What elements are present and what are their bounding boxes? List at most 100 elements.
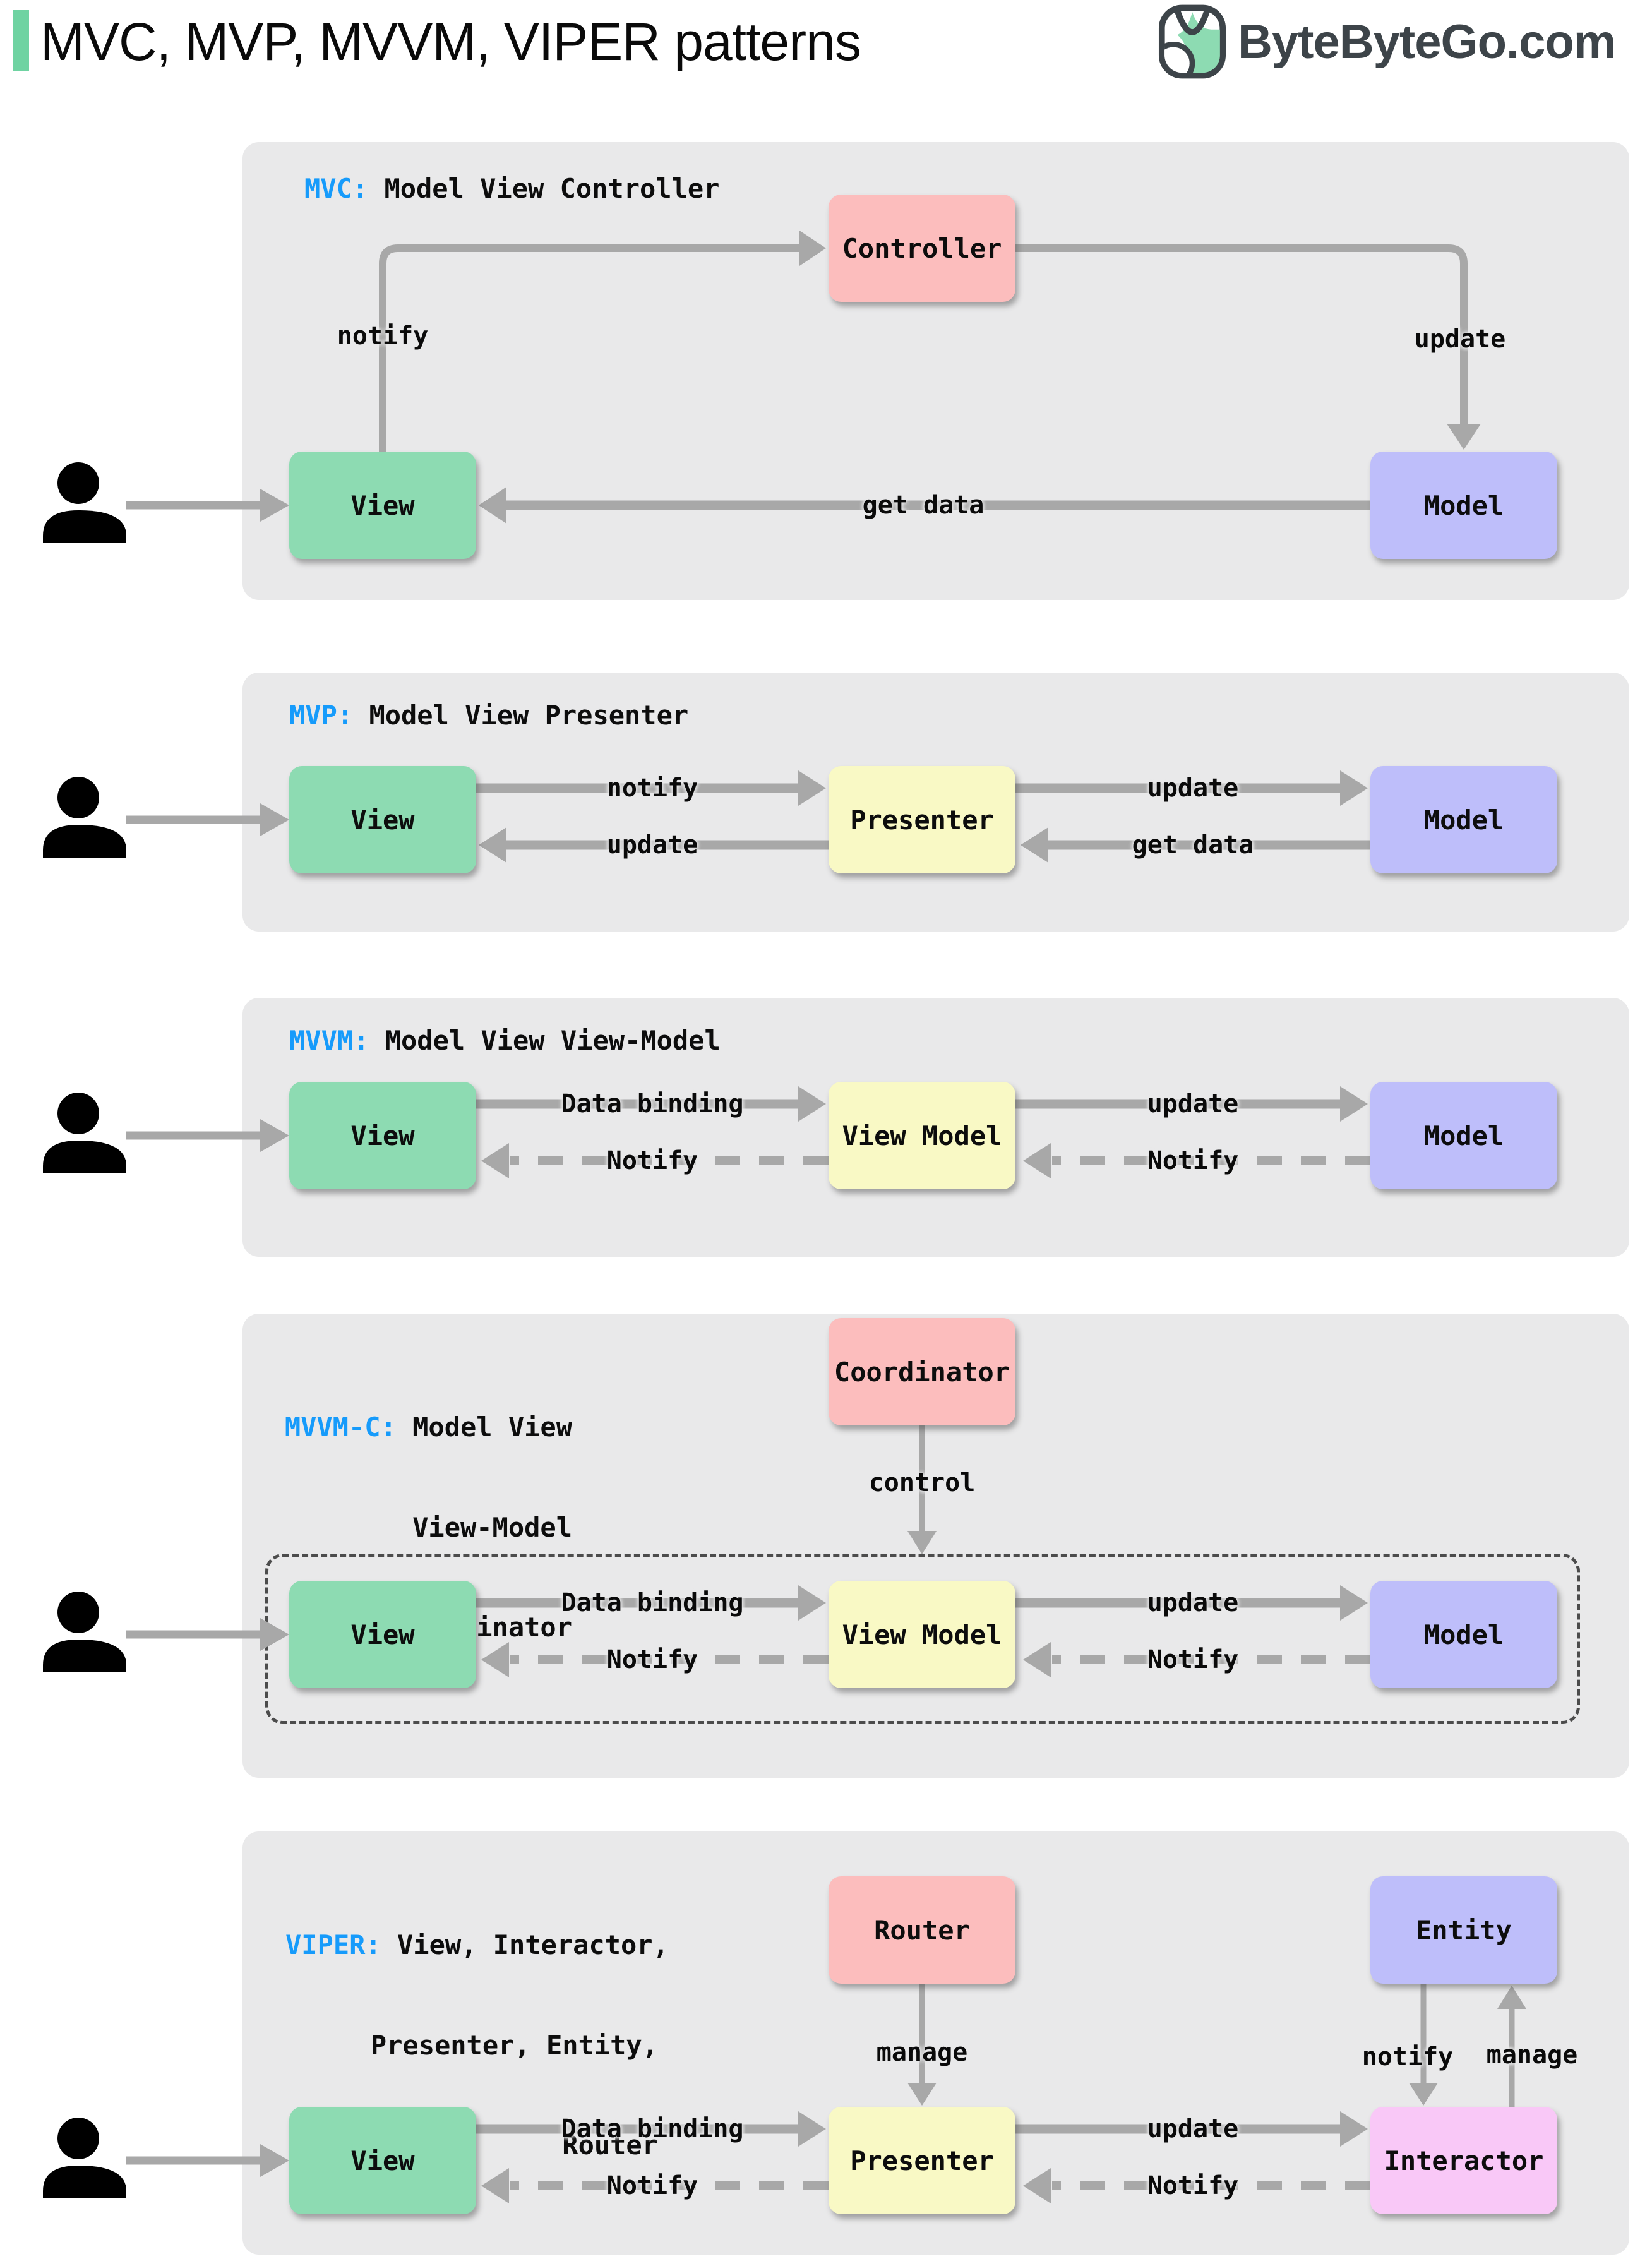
logo-text: ByteByteGo.com: [1238, 15, 1616, 69]
panel-mvvm-c: MVVM-C: Model View View-Model Coordinato…: [242, 1314, 1629, 1778]
arrow-label-get-data: get data: [862, 491, 985, 520]
update-arrowhead: [1340, 1086, 1368, 1122]
node-view: View: [289, 1082, 476, 1189]
notify-entity-arrowhead: [1409, 2083, 1438, 2106]
node-model: Model: [1370, 1581, 1557, 1688]
update-back-arrowhead: [479, 827, 506, 863]
pattern-desc: Model View Controller: [368, 173, 720, 204]
node-view: View: [289, 452, 476, 559]
page-title: MVC, MVP, MVVM, VIPER patterns: [40, 12, 861, 71]
arrow-label-manage-entity: manage: [1486, 2041, 1578, 2070]
panel-header: VIPER: View, Interactor, Presenter, Enti…: [285, 1862, 669, 2229]
update-arrowhead: [1340, 2111, 1368, 2147]
arrow-label-data-binding: Data binding: [561, 1588, 744, 1617]
connector-layer: [379, 231, 1481, 524]
arrow-label-notify-entity: notify: [1362, 2042, 1454, 2071]
arrow-label-update: update: [1414, 325, 1506, 354]
node-controller: Controller: [829, 195, 1015, 302]
arrow-label-update-to-model: update: [1147, 774, 1239, 803]
panel-mvc: MVC: Model View Controller Controller Vi…: [242, 142, 1629, 600]
pattern-desc: Model View View-Model: [369, 1025, 721, 1056]
panel-header: MVP: Model View Presenter: [289, 699, 688, 733]
user-arrowhead: [260, 803, 289, 836]
node-presenter: Presenter: [829, 766, 1015, 873]
arrow-label-control: control: [868, 1468, 976, 1497]
notify-arrowhead-left: [481, 1143, 509, 1178]
notify-arrowhead-right: [1023, 1642, 1051, 1677]
node-router: Router: [829, 1876, 1015, 1984]
arrow-label-notify-left: Notify: [606, 2171, 698, 2200]
pattern-abbr: MVC:: [304, 173, 369, 204]
bytebytego-bird-icon: [1158, 4, 1226, 79]
header-line-1: MVVM-C: Model View: [274, 1411, 572, 1444]
arrow-label-notify: notify: [606, 774, 698, 803]
data-binding-arrowhead: [798, 2111, 826, 2147]
arrow-label-get-data: get data: [1132, 830, 1254, 860]
arrow-label-notify: notify: [337, 321, 429, 351]
pattern-abbr: MVVM:: [289, 1025, 369, 1056]
arrow-label-update: update: [1147, 1588, 1239, 1617]
user-arrowhead: [260, 1119, 289, 1152]
arrow-label-notify-right: Notify: [1147, 1645, 1239, 1674]
data-binding-arrowhead: [798, 1585, 826, 1621]
pattern-desc: Model View Presenter: [353, 700, 689, 731]
node-entity: Entity: [1370, 1876, 1557, 1984]
data-binding-arrowhead: [798, 1086, 826, 1122]
get-data-arrowhead: [479, 487, 506, 524]
update-arrowhead: [1340, 1585, 1368, 1621]
user-icon-mvp: [43, 777, 289, 858]
arrow-label-update: update: [1147, 2114, 1239, 2143]
node-model: Model: [1370, 1082, 1557, 1189]
panel-mvvm: MVVM: Model View View-Model View View Mo…: [242, 998, 1629, 1257]
pattern-abbr: MVVM-C:: [284, 1411, 397, 1442]
update-arrowhead: [1447, 424, 1481, 450]
notify-arrowhead: [798, 770, 826, 806]
arrow-label-notify-right: Notify: [1147, 2171, 1239, 2200]
pattern-desc: Model View: [396, 1411, 572, 1442]
connector-layer: [476, 770, 1370, 863]
header-line-2: View-Model: [412, 1511, 572, 1543]
user-arrowhead: [260, 1618, 289, 1651]
arrow-label-data-binding: Data binding: [561, 1089, 744, 1118]
panel-header: MVC: Model View Controller: [304, 172, 719, 206]
node-presenter: Presenter: [829, 2107, 1015, 2214]
connector-layer: [476, 1984, 1526, 2203]
notify-arrowhead-right: [1023, 1143, 1051, 1178]
arrow-label-data-binding: Data binding: [561, 2114, 744, 2143]
node-model: Model: [1370, 766, 1557, 873]
notify-arrowhead-left: [481, 2168, 509, 2203]
user-arrowhead: [260, 489, 289, 522]
notify-arrowhead-right: [1023, 2168, 1051, 2203]
user-icon-viper: [43, 2118, 289, 2198]
header-line-2: Presenter, Entity,: [370, 2029, 658, 2061]
header-line-1: VIPER: View, Interactor,: [285, 1929, 669, 1962]
panel-mvp: MVP: Model View Presenter View Presenter…: [242, 673, 1629, 932]
user-arrowhead: [260, 2144, 289, 2177]
arrow-label-update-to-view: update: [606, 830, 698, 860]
panel-viper: VIPER: View, Interactor, Presenter, Enti…: [242, 1831, 1629, 2255]
pattern-abbr: MVP:: [289, 700, 354, 731]
node-view: View: [289, 766, 476, 873]
notify-arrow-line: [379, 244, 799, 452]
title-accent-bar: [13, 10, 29, 71]
arrow-label-notify-left: Notify: [606, 1146, 698, 1175]
node-view: View: [289, 2107, 476, 2214]
pattern-abbr: VIPER:: [285, 1929, 381, 1960]
user-icon-mvvm-c: [43, 1592, 289, 1672]
node-view-model: View Model: [829, 1082, 1015, 1189]
manage-arrowhead: [907, 2083, 937, 2106]
node-view: View: [289, 1581, 476, 1688]
header-line-3: Router: [562, 2130, 658, 2161]
user-icon-mvc: [43, 462, 289, 543]
node-view-model: View Model: [829, 1581, 1015, 1688]
arrow-label-manage-router: manage: [876, 2038, 968, 2067]
panel-header: MVVM: Model View View-Model: [289, 1024, 721, 1058]
update-arrowhead: [1340, 770, 1368, 806]
notify-arrowhead-left: [481, 1642, 509, 1677]
node-interactor: Interactor: [1370, 2107, 1557, 2214]
user-icon-mvvm: [43, 1093, 289, 1173]
connector-layer: [476, 1425, 1370, 1677]
update-arrow-line: [1015, 244, 1468, 424]
get-data-arrowhead: [1021, 827, 1048, 863]
node-model: Model: [1370, 452, 1557, 559]
